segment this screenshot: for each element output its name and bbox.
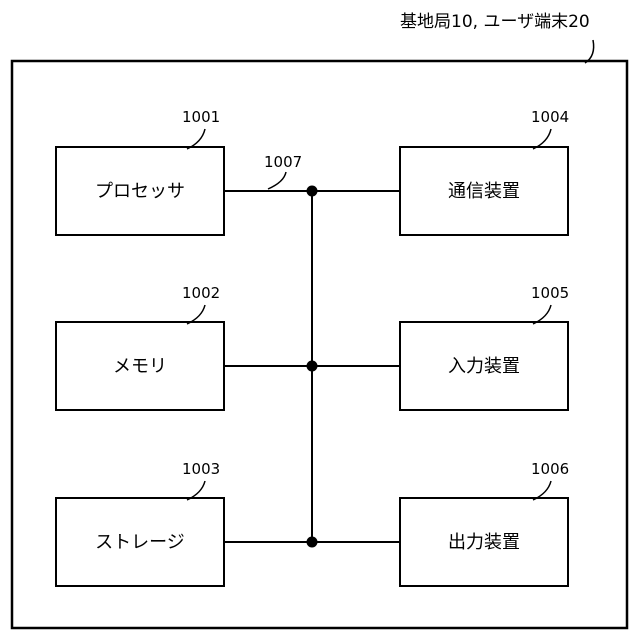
bus-junction-dot — [307, 361, 318, 372]
block-ref-label: 1004 — [531, 108, 569, 126]
bus-junction-dot — [307, 537, 318, 548]
block-label: 入力装置 — [448, 356, 520, 377]
block-ref-label: 1005 — [531, 284, 569, 302]
block-memory: メモリ 1002 — [56, 284, 224, 410]
block-label: 通信装置 — [448, 181, 520, 202]
block-label: 出力装置 — [448, 532, 520, 553]
block-label: ストレージ — [95, 532, 185, 553]
bus-ref-leader — [268, 172, 286, 189]
block-output-device: 出力装置 1006 — [400, 460, 569, 586]
block-label: プロセッサ — [95, 181, 185, 202]
bus-ref-label: 1007 — [264, 153, 302, 171]
bus-junction-dot — [307, 186, 318, 197]
outer-frame-leader — [585, 40, 594, 63]
block-ref-label: 1001 — [182, 108, 220, 126]
block-input-device: 入力装置 1005 — [400, 284, 569, 410]
block-ref-label: 1006 — [531, 460, 569, 478]
block-ref-label: 1002 — [182, 284, 220, 302]
block-communication-device: 通信装置 1004 — [400, 108, 569, 235]
block-ref-label: 1003 — [182, 460, 220, 478]
block-processor: プロセッサ 1001 — [56, 108, 224, 235]
block-label: メモリ — [113, 356, 167, 377]
outer-frame-label: 基地局10, ユーザ端末20 — [400, 12, 590, 32]
block-storage: ストレージ 1003 — [56, 460, 224, 586]
